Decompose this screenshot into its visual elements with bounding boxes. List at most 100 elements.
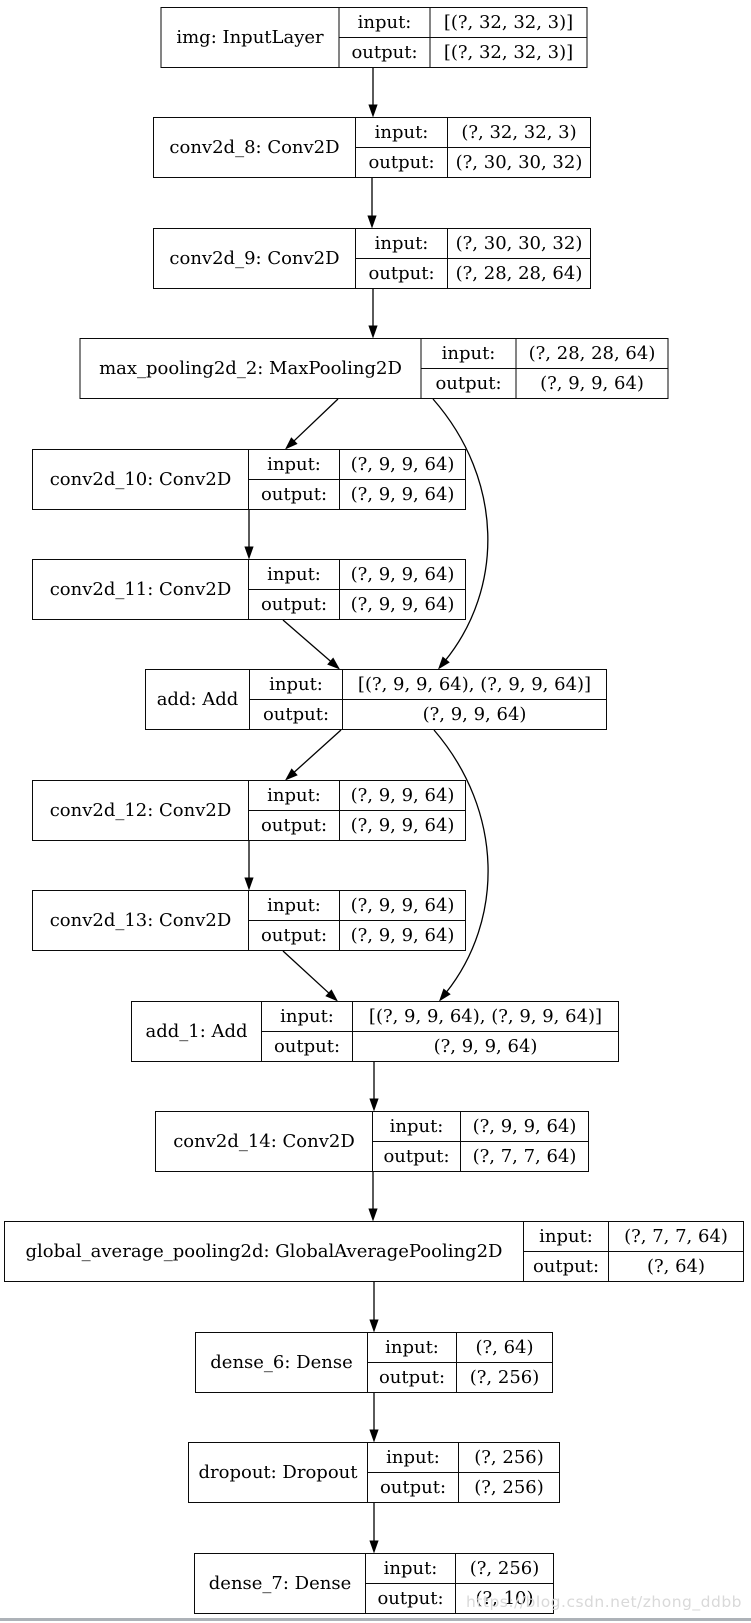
- arrowhead-conv2d_14-to-global_average_pooling2d: [368, 1208, 378, 1222]
- output-label: output:: [249, 921, 340, 950]
- output-shape: (?, 256): [469, 1367, 540, 1388]
- output-row: output:(?, 9, 9, 64): [249, 589, 465, 619]
- input-shape: (?, 30, 30, 32): [455, 233, 583, 254]
- layer-name: conv2d_10: Conv2D: [33, 450, 249, 509]
- output-row: output: (?, 7, 7, 64): [373, 1141, 588, 1171]
- input-shape: (?, 9, 9, 64): [350, 785, 455, 806]
- input-shape: (?, 9, 9, 64): [350, 454, 455, 475]
- output-shape: (?, 10): [475, 1588, 534, 1609]
- output-shape: (?, 7, 7, 64): [472, 1146, 577, 1167]
- layer-name: conv2d_8: Conv2D: [154, 118, 356, 177]
- input-row: input: (?, 9, 9, 64): [249, 560, 465, 589]
- layer-name: img: InputLayer: [162, 8, 340, 67]
- output-shape: (?, 64): [646, 1256, 706, 1277]
- output-row: output:(?, 256): [368, 1362, 552, 1392]
- arrowhead-conv2d_9-to-max_pooling2d_2: [368, 325, 378, 339]
- io-table: input:(?, 30, 30, 32)output:(?, 28, 28, …: [356, 229, 590, 288]
- output-row: output: (?, 9, 9, 64): [250, 699, 606, 729]
- input-label: input:: [356, 118, 448, 147]
- page-bottom-divider: [0, 1618, 751, 1621]
- input-row: input:[(?, 9, 9, 64), (?, 9, 9, 64)]: [262, 1002, 618, 1031]
- output-label: output:: [249, 811, 340, 840]
- layer-name: conv2d_9: Conv2D: [154, 229, 356, 288]
- layer-name: dense_7: Dense: [195, 1554, 366, 1613]
- layer-name: conv2d_11: Conv2D: [33, 560, 249, 619]
- output-label: output:: [356, 259, 448, 288]
- arrowhead-img-to-conv2d_8: [368, 104, 378, 118]
- input-label: input:: [249, 560, 340, 589]
- output-label: output:: [524, 1252, 609, 1281]
- input-row: input:(?, 9, 9, 64): [373, 1112, 588, 1141]
- arrowhead-conv2d_8-to-conv2d_9: [367, 215, 377, 229]
- input-row: input:(?, 9, 9, 64): [249, 450, 465, 479]
- output-label: output:: [249, 480, 340, 509]
- output-row: output: (?, 30, 30, 32): [356, 147, 590, 177]
- input-label: input:: [368, 1443, 459, 1472]
- output-label: output:: [373, 1142, 461, 1171]
- io-table: input:(?, 7, 7, 64)output: (?, 64): [524, 1222, 743, 1281]
- input-shape: [(?, 9, 9, 64), (?, 9, 9, 64)]: [357, 674, 592, 695]
- output-label: output:: [250, 700, 343, 729]
- layer-name: add_1: Add: [132, 1002, 262, 1061]
- edge-max_pooling2d_2-to-conv2d_10: [292, 398, 339, 443]
- output-shape: (?, 9, 9, 64): [350, 815, 455, 836]
- output-shape: (?, 256): [474, 1477, 544, 1498]
- watermark: https://blog.csdn.net/zhong_ddbb: [465, 1593, 742, 1611]
- io-table: input:(?, 9, 9, 64)output: (?, 7, 7, 64): [373, 1112, 588, 1171]
- input-label: input:: [249, 891, 340, 920]
- io-table: input:(?, 64)output:(?, 256): [368, 1333, 552, 1392]
- arrowhead-conv2d_10-to-conv2d_11: [244, 546, 254, 560]
- edge-conv2d_13-to-add_1: [282, 950, 331, 995]
- arrowhead-dropout-to-dense_7: [369, 1540, 379, 1554]
- arrowhead-add_1-to-conv2d_14: [369, 1098, 379, 1112]
- io-table: input:[(?, 32, 32, 3)]output:[(?, 32, 32…: [339, 8, 587, 67]
- output-label: output:: [422, 369, 517, 398]
- input-row: input:(?, 64): [368, 1333, 552, 1362]
- input-shape: (?, 9, 9, 64): [350, 895, 455, 916]
- layer-name: max_pooling2d_2: MaxPooling2D: [81, 339, 422, 398]
- input-shape: (?, 7, 7, 64): [624, 1226, 728, 1247]
- edge-add-to-add_1: [433, 729, 489, 994]
- output-row: output: (?, 9, 9, 64): [249, 479, 465, 509]
- input-row: input:(?, 256): [366, 1554, 553, 1583]
- output-shape: (?, 9, 9, 64): [350, 484, 455, 505]
- io-table: input: (?, 9, 9, 64) output: (?, 9, 9, 64): [249, 781, 465, 840]
- layer-node-global_average_pooling2d: global_average_pooling2d: GlobalAverageP…: [4, 1221, 744, 1282]
- arrowhead-add-to-add_1: [439, 988, 451, 1002]
- input-row: input:(?, 30, 30, 32): [356, 229, 590, 258]
- edge-add-to-conv2d_12: [292, 729, 342, 774]
- input-row: input: (?, 9, 9, 64): [249, 781, 465, 810]
- arrowhead-global_average_pooling2d-to-dense_6: [369, 1319, 379, 1333]
- io-table: input: (?, 9, 9, 64) output:(?, 9, 9, 64): [249, 560, 465, 619]
- output-shape: (?, 9, 9, 64): [540, 373, 644, 394]
- output-shape: (?, 30, 30, 32): [455, 152, 583, 173]
- input-row: input:(?, 7, 7, 64): [524, 1222, 743, 1251]
- arrowhead-conv2d_13-to-add_1: [325, 989, 338, 1002]
- input-label: input:: [249, 781, 340, 810]
- input-label: input:: [250, 670, 343, 699]
- output-row: output: (?, 9, 9, 64): [249, 920, 465, 950]
- input-row: input: [(?, 9, 9, 64), (?, 9, 9, 64)]: [250, 670, 606, 699]
- input-row: input:[(?, 32, 32, 3)]: [340, 8, 587, 37]
- input-shape: (?, 9, 9, 64): [350, 564, 455, 585]
- output-shape: (?, 9, 9, 64): [422, 704, 527, 725]
- input-row: input:(?, 32, 32, 3): [356, 118, 590, 147]
- io-table: input: [(?, 9, 9, 64), (?, 9, 9, 64)] outp…: [250, 670, 606, 729]
- output-label: output:: [356, 148, 448, 177]
- output-row: output: (?, 64): [524, 1251, 743, 1281]
- layer-name: conv2d_13: Conv2D: [33, 891, 249, 950]
- input-shape: (?, 256): [474, 1447, 544, 1468]
- output-shape: (?, 9, 9, 64): [350, 925, 455, 946]
- input-shape: [(?, 32, 32, 3)]: [443, 12, 574, 33]
- output-row: output:(?, 10): [366, 1583, 553, 1613]
- arrowhead-max_pooling2d_2-to-conv2d_10: [285, 437, 298, 450]
